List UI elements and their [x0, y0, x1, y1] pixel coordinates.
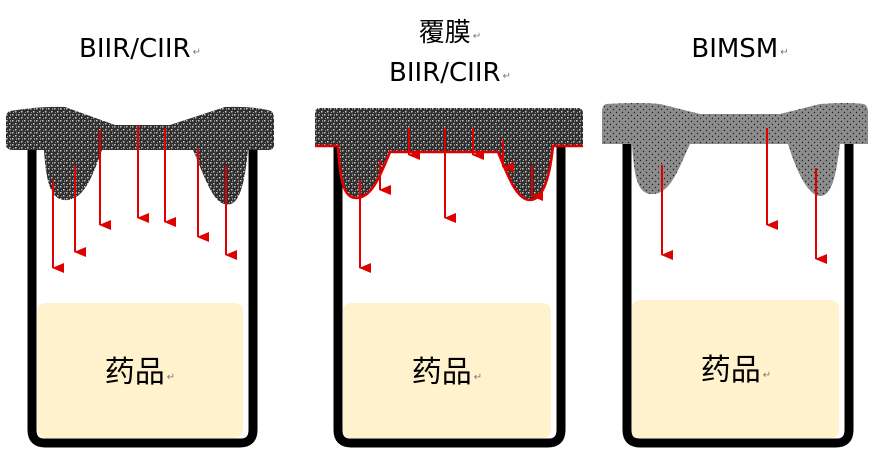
drug-fill — [37, 303, 243, 438]
panel-2-drug-label: 药品↵ — [411, 355, 483, 390]
vial-body — [27, 140, 258, 448]
rubber-stopper — [315, 108, 583, 200]
panel-3-drug-label: 药品↵ — [700, 353, 772, 388]
panel-2-title-line-2: BIIR/CIIR↵ — [389, 58, 511, 88]
panel-2 — [315, 108, 583, 448]
rubber-stopper — [602, 103, 868, 196]
panel-1-title: BIIR/CIIR↵ — [79, 34, 201, 64]
panel-1-drug-label: 药品↵ — [104, 355, 176, 390]
panel-3 — [602, 103, 868, 448]
vial-body — [333, 140, 566, 448]
panel-1 — [6, 106, 274, 448]
drug-fill — [343, 303, 551, 438]
drug-fill — [632, 300, 839, 438]
rubber-stopper — [6, 106, 274, 205]
permeation-arrows — [52, 125, 237, 273]
permeation-arrows — [359, 128, 543, 273]
panel-2-title-line-1: 覆膜↵ — [418, 18, 482, 48]
vial-body — [622, 140, 854, 448]
permeation-arrows — [661, 128, 827, 264]
panel-3-title: BIMSM↵ — [691, 34, 789, 64]
